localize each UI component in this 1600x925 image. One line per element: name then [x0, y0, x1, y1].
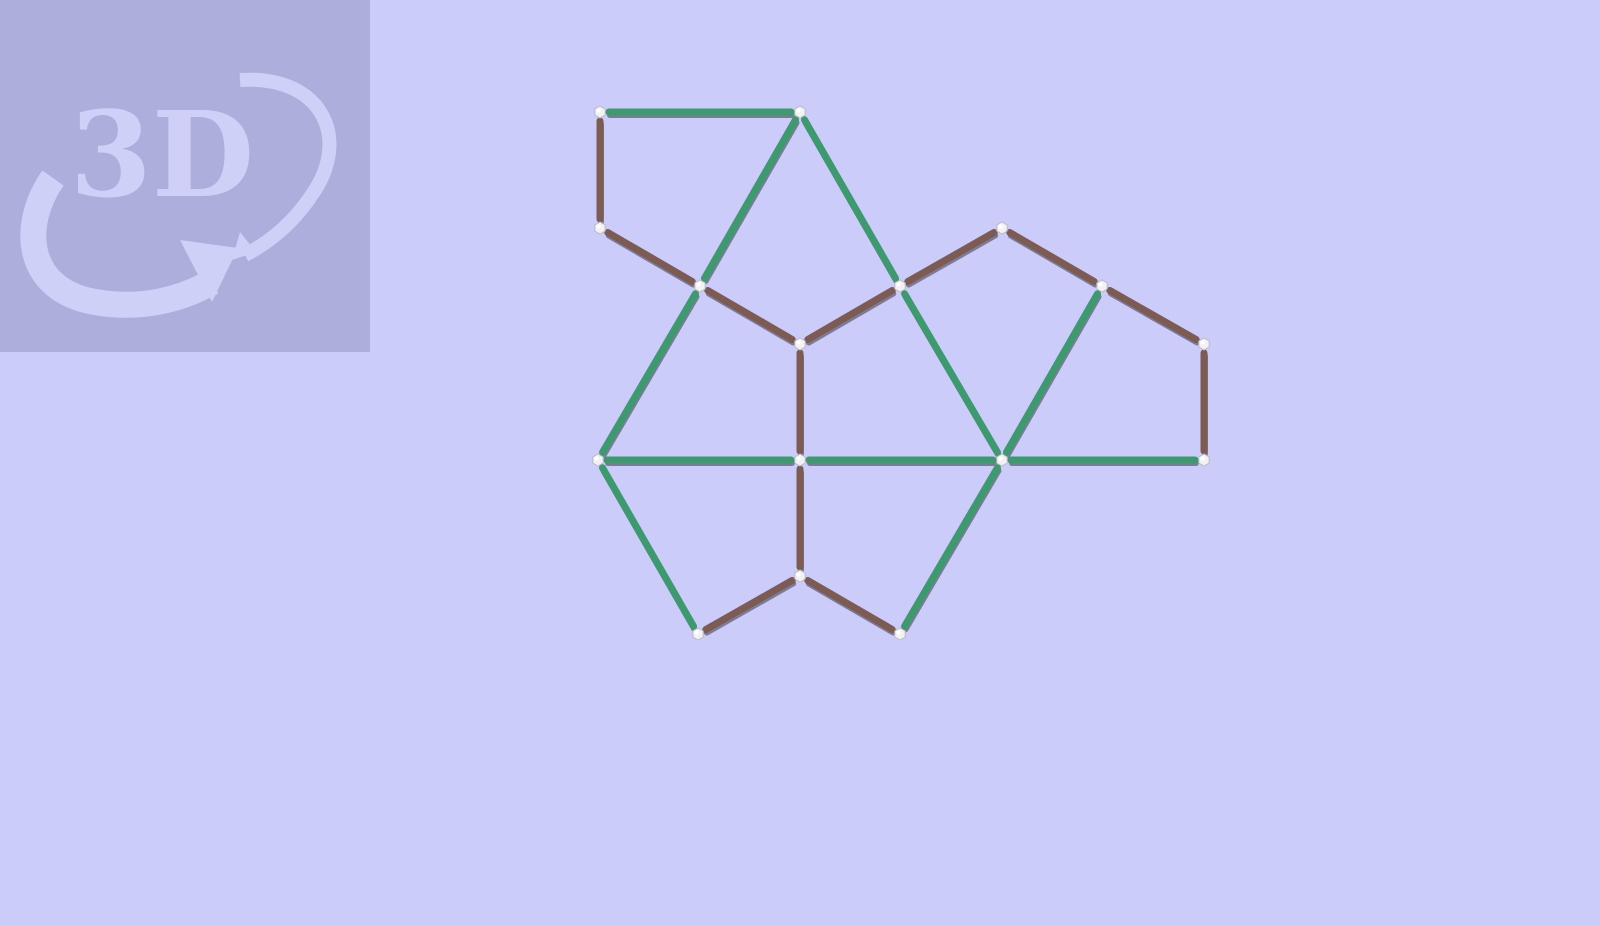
net-vertex[interactable]: [594, 221, 606, 235]
net-vertex[interactable]: [692, 627, 704, 641]
net-edge-brown[interactable]: [702, 576, 796, 634]
net-vertex[interactable]: [594, 105, 606, 119]
net-vertex[interactable]: [794, 453, 806, 467]
net-edge-brown[interactable]: [704, 287, 796, 343]
net-edge-brown[interactable]: [804, 577, 896, 633]
net-edge-brown[interactable]: [604, 229, 696, 285]
net-edge-brown[interactable]: [1006, 229, 1098, 285]
net-edge-green[interactable]: [599, 290, 699, 456]
net-edge-green[interactable]: [598, 464, 698, 630]
net-vertex[interactable]: [894, 627, 906, 641]
net-edge-brown[interactable]: [804, 287, 896, 343]
net-edge-green[interactable]: [1002, 290, 1102, 456]
net-edge-green[interactable]: [901, 290, 1001, 456]
toggle-3d-view-button[interactable]: 3D: [0, 0, 370, 352]
net-vertex[interactable]: [794, 337, 806, 351]
net-edge-green[interactable]: [800, 116, 900, 282]
net-vertex[interactable]: [592, 453, 604, 467]
net-vertex[interactable]: [1198, 337, 1210, 351]
net-vertex[interactable]: [794, 105, 806, 119]
net-vertex[interactable]: [1198, 453, 1210, 467]
net-vertex[interactable]: [894, 279, 906, 293]
net-edge-brown[interactable]: [1106, 286, 1200, 344]
toggle-3d-label: 3D: [70, 85, 254, 224]
net-edge-green[interactable]: [700, 116, 800, 282]
net-vertex[interactable]: [694, 279, 706, 293]
net-vertex[interactable]: [996, 221, 1008, 235]
net-vertex[interactable]: [1096, 279, 1108, 293]
rotate-3d-icon: 3D: [20, 72, 337, 318]
net-edge-green[interactable]: [901, 464, 1001, 630]
net-vertex[interactable]: [996, 453, 1008, 467]
net-vertex[interactable]: [794, 569, 806, 583]
net-edge-brown[interactable]: [904, 228, 998, 286]
